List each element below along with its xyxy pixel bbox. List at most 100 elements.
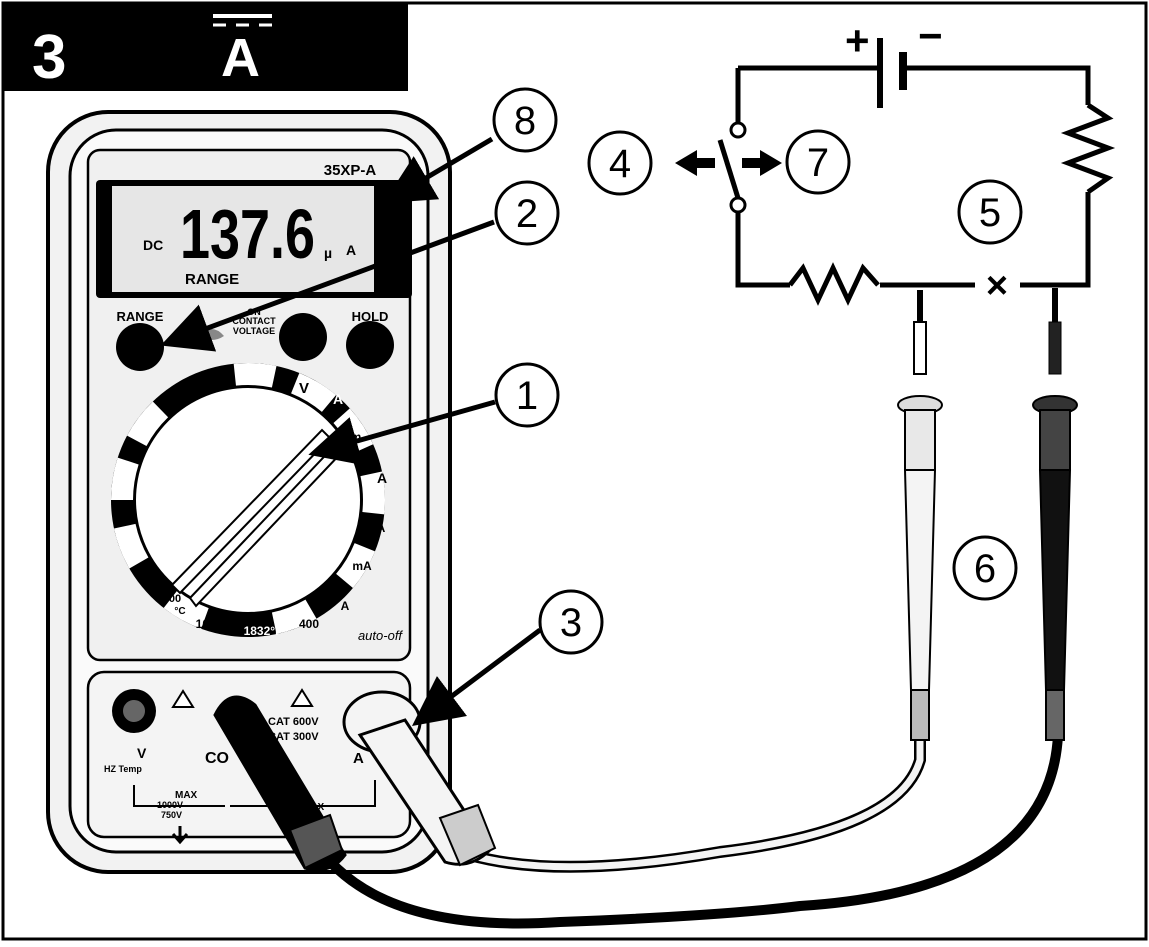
cat-rating-600: CAT 600V: [268, 716, 319, 728]
callout-8: 8: [492, 87, 558, 153]
dial-celsius-label: °C: [174, 606, 185, 617]
dial-a-dc-label: A: [377, 470, 387, 486]
callout-2: 2: [494, 180, 560, 246]
callout-3: 3: [538, 589, 604, 655]
black-probe-strain-relief: [1045, 689, 1065, 741]
range-button[interactable]: [116, 323, 164, 371]
arrow-1: [308, 399, 496, 466]
callout-1: 1: [494, 362, 560, 428]
arrow-8: [383, 136, 494, 204]
dial-1000-label: 1000: [196, 617, 223, 631]
dial-off-label: OFF: [236, 365, 260, 379]
white-probe-guard: [904, 409, 936, 471]
a-jack-label: A: [353, 750, 364, 767]
circuit: [717, 38, 1116, 306]
hz-temp-label: HZ Temp: [104, 764, 142, 774]
callout-4: 4: [587, 130, 653, 196]
arrow-2: [160, 219, 495, 352]
callout-arrows: [160, 136, 542, 726]
circuit-right-wire: [1020, 192, 1091, 288]
switch-close-arrow-icon: [742, 150, 782, 176]
svg-text:VOLTAGE: VOLTAGE: [233, 326, 275, 336]
callout-label: 5: [979, 191, 1001, 235]
dial-ua-label: A: [341, 599, 350, 613]
lcd-range: RANGE: [185, 271, 239, 288]
circuit-top-wire: [738, 65, 1091, 105]
black-probe-handle[interactable]: [1038, 469, 1072, 691]
lcd-mode: DC: [143, 237, 163, 253]
model-label: 35XP-A: [324, 162, 377, 179]
callout-label: 6: [974, 547, 996, 591]
callout-label: 8: [514, 99, 536, 143]
black-lead-cable: [305, 734, 1063, 929]
lcd-reading: 137.6: [180, 195, 315, 273]
test-leads: [213, 288, 1078, 929]
dial-temp-f-label: 1832°F: [244, 624, 283, 638]
dial-400-right-label: 400: [299, 617, 319, 631]
resistor-right: [1060, 102, 1116, 195]
dial-ma-label: mA: [352, 559, 372, 573]
white-probe-strain-relief: [910, 689, 930, 741]
dial-segment[interactable]: [336, 543, 376, 589]
dial-segment[interactable]: [360, 471, 385, 515]
max-label-left: MAX: [175, 790, 198, 801]
mode-symbol: A: [221, 28, 260, 88]
callout-label: 2: [516, 192, 538, 236]
callout-6: 6: [952, 535, 1018, 601]
rotary-dial-knob[interactable]: [134, 386, 362, 614]
dial-v-dc-label: V: [299, 380, 309, 397]
dial-pointer: [170, 428, 346, 608]
switch-contact-bottom: [729, 196, 747, 214]
battery-minus: −: [918, 12, 943, 59]
switch-blade[interactable]: [717, 139, 741, 199]
step-number: 3: [32, 23, 66, 92]
lcd-unit-prefix: µ: [324, 245, 332, 261]
callout-5: 5: [957, 179, 1023, 245]
dc-current-symbol-icon: A: [213, 14, 272, 88]
ground-arrow-icon: [171, 826, 189, 845]
arrow-3: [412, 628, 542, 726]
lcd-unit: A: [346, 242, 356, 258]
dial-v-ac-label: V: [205, 380, 215, 397]
circuit-break-mark: ×: [986, 265, 1008, 307]
resistor-bottom: [788, 262, 880, 306]
callout-label: 4: [609, 142, 631, 186]
dial-hz-label: HZ: [115, 514, 131, 528]
auto-off-label: auto-off: [358, 628, 403, 643]
lcd-screen: [112, 186, 374, 292]
dial-a-dc-top-label: A: [333, 391, 343, 407]
warning-triangle-icon: [171, 689, 195, 708]
cat-rating-300: CAT 300V: [268, 731, 319, 743]
white-probe-handle[interactable]: [903, 469, 937, 691]
contact-voltage-button[interactable]: [279, 313, 327, 361]
switch-open-arrow-icon: [675, 150, 715, 176]
range-button-label: RANGE: [117, 309, 164, 324]
switch-contact-top: [729, 121, 747, 139]
warning-triangle-icon: [290, 688, 314, 707]
hold-button[interactable]: [346, 321, 394, 369]
callout-7: 7: [785, 129, 851, 195]
callout-label: 1: [516, 374, 538, 418]
svg-text:CONTACT: CONTACT: [232, 316, 276, 326]
battery-plus: +: [845, 17, 870, 64]
dial-segment[interactable]: [163, 590, 209, 629]
com-jack-label: CO: [205, 750, 229, 767]
white-lead-cable: [469, 735, 924, 871]
dial-segment[interactable]: [291, 372, 337, 412]
black-probe-guard: [1039, 409, 1071, 471]
dial-segment[interactable]: [233, 363, 277, 388]
header-block: [3, 3, 408, 91]
dial-400c-label: 400: [163, 593, 181, 605]
dial-segment[interactable]: [113, 523, 149, 569]
hold-button-label: HOLD: [352, 309, 389, 324]
callout-label: 7: [807, 141, 829, 185]
dial-segment[interactable]: [111, 457, 139, 500]
circuit-bottom-wire: [735, 212, 975, 288]
callout-label: 3: [560, 601, 582, 645]
dial-segment[interactable]: [127, 401, 169, 447]
dial-a-ac-label: A: [377, 521, 386, 535]
dial-segment[interactable]: [271, 599, 317, 635]
v-jack-label: V: [137, 745, 147, 761]
